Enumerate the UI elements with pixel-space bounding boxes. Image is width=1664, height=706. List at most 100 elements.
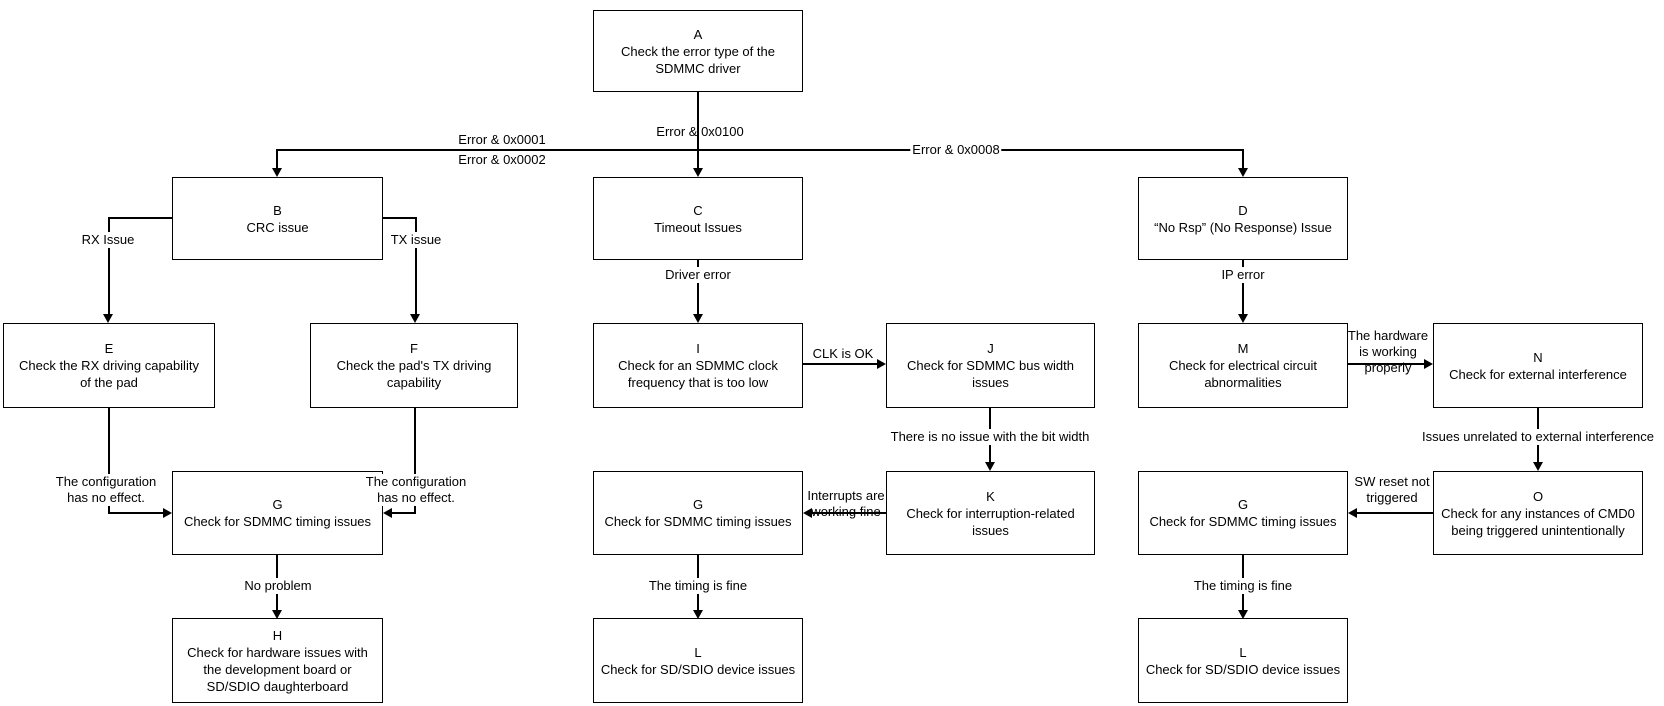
arrowhead-icon <box>163 508 172 518</box>
arrowhead-icon <box>1238 314 1248 323</box>
node-l-letter: L <box>1239 644 1247 660</box>
node-g-letter: G <box>692 497 704 512</box>
node-g-text: Check for SDMMC timing issues <box>183 514 372 529</box>
connector-f-down <box>414 408 416 514</box>
node-o: O Check for any instances of CMD0 being … <box>1433 471 1643 555</box>
connector-a-to-c <box>697 92 699 169</box>
node-g-letter: G <box>272 497 283 512</box>
arrowhead-icon <box>693 168 703 177</box>
arrowhead-icon <box>272 610 282 619</box>
node-e-text: Check the RX driving capability of the p… <box>19 358 199 390</box>
node-l-mid: L Check for SD/SDIO device issues <box>593 618 803 703</box>
connector-b-to-e <box>108 217 110 316</box>
node-b: B CRC issue <box>172 177 383 260</box>
node-g-left: G Check for SDMMC timing issues <box>172 471 383 555</box>
node-d: D “No Rsp” (No Response) Issue <box>1138 177 1348 260</box>
node-f-text: Check the pad's TX driving capability <box>336 358 492 390</box>
connector-e-down <box>108 408 110 514</box>
node-c: C Timeout Issues <box>593 177 803 260</box>
arrowhead-icon <box>693 610 703 619</box>
arrowhead-icon <box>1238 610 1248 619</box>
node-k-letter: K <box>986 488 995 504</box>
node-i-letter: I <box>696 341 700 356</box>
edge-label-error-0002: Error & 0x0002 <box>456 152 548 168</box>
edge-label-config-no-effect-right: The configuration has no effect. <box>363 474 469 506</box>
edge-label-tx-issue: TX issue <box>388 232 444 248</box>
node-d-text: “No Rsp” (No Response) Issue <box>1154 219 1332 235</box>
node-h-text: Check for hardware issues with the devel… <box>187 644 368 694</box>
edge-label-driver-error: Driver error <box>663 267 733 283</box>
edge-label-ip-error: IP error <box>1219 267 1267 283</box>
node-i: I Check for an SDMMC clock frequency tha… <box>593 323 803 408</box>
arrowhead-icon <box>103 314 113 323</box>
node-b-letter: B <box>273 202 282 218</box>
arrowhead-icon <box>383 508 392 518</box>
node-c-text: Timeout Issues <box>654 219 742 235</box>
edge-label-error-0100: Error & 0x0100 <box>656 124 744 139</box>
node-l-text: Check for SD/SDIO device issues <box>1145 661 1341 677</box>
node-j: J Check for SDMMC bus width issues <box>886 323 1095 408</box>
node-k: K Check for interruption-related issues <box>886 471 1095 555</box>
node-j-text: Check for SDMMC bus width issues <box>907 358 1074 390</box>
node-d-letter: D <box>1238 202 1248 218</box>
connector-o-to-g <box>1357 512 1433 514</box>
arrowhead-icon <box>1424 359 1433 369</box>
arrowhead-icon <box>410 314 420 323</box>
node-g-text: Check for SDMMC timing issues <box>1149 514 1337 529</box>
node-g-right: G Check for SDMMC timing issues <box>1138 471 1348 555</box>
node-c-letter: C <box>693 202 703 218</box>
connector-b-tx-stub <box>383 217 416 219</box>
node-m: M Check for electrical circuit abnormali… <box>1138 323 1348 408</box>
connector-b-rx-stub <box>108 217 172 219</box>
node-n-text: Check for external interference <box>1449 366 1627 382</box>
node-f: F Check the pad's TX driving capability <box>310 323 518 408</box>
edge-label-rx-issue: RX Issue <box>79 232 137 248</box>
edge-label-error-0001: Error & 0x0001 <box>456 132 548 148</box>
arrowhead-icon <box>693 314 703 323</box>
connector-c-to-i <box>697 260 699 316</box>
edge-label-config-no-effect-left: The configuration has no effect. <box>53 474 159 506</box>
arrowhead-icon <box>1238 168 1248 177</box>
edge-label-ext-interference: Issues unrelated to external interferenc… <box>1420 429 1656 445</box>
edge-label-bit-width-ok: There is no issue with the bit width <box>888 429 1092 445</box>
connector-drop-to-b <box>276 149 278 170</box>
node-m-letter: M <box>1237 341 1249 356</box>
node-b-text: CRC issue <box>246 219 309 235</box>
node-e: E Check the RX driving capability of the… <box>3 323 215 408</box>
arrowhead-icon <box>1533 462 1543 471</box>
node-h-letter: H <box>272 627 283 643</box>
connector-drop-to-d <box>1242 149 1244 170</box>
edge-label-clk-ok: CLK is OK <box>810 346 876 362</box>
node-a-text: Check the error type of the SDMMC driver <box>621 43 775 76</box>
node-g-text: Check for SDMMC timing issues <box>604 514 792 529</box>
node-n: N Check for external interference <box>1433 323 1643 408</box>
node-h: H Check for hardware issues with the dev… <box>172 618 383 703</box>
node-g-mid: G Check for SDMMC timing issues <box>593 471 803 555</box>
arrowhead-icon <box>985 462 995 471</box>
connector-branch-main <box>276 149 1244 151</box>
node-a-letter: A <box>693 26 703 42</box>
connector-e-to-g <box>108 512 163 514</box>
node-i-text: Check for an SDMMC clock frequency that … <box>618 358 778 390</box>
node-o-letter: O <box>1532 488 1544 504</box>
node-g-letter: G <box>1237 497 1249 512</box>
connector-k-to-g <box>812 512 886 514</box>
connector-d-to-m <box>1242 260 1244 316</box>
connector-m-to-n <box>1348 363 1424 365</box>
edge-label-timing-fine-right: The timing is fine <box>1191 578 1295 594</box>
connector-b-to-f <box>415 217 417 316</box>
arrowhead-icon <box>803 508 812 518</box>
node-k-text: Check for interruption-related issues <box>906 505 1075 538</box>
node-j-letter: J <box>987 341 994 356</box>
node-n-letter: N <box>1533 349 1543 365</box>
node-e-letter: E <box>104 341 114 356</box>
node-l-right: L Check for SD/SDIO device issues <box>1138 618 1348 703</box>
connector-f-to-g <box>392 512 415 514</box>
node-m-text: Check for electrical circuit abnormaliti… <box>1168 358 1318 390</box>
connector-i-to-j <box>803 363 877 365</box>
arrowhead-icon <box>272 168 282 177</box>
node-f-letter: F <box>410 341 418 356</box>
edge-label-no-problem: No problem <box>242 578 314 594</box>
edge-label-hw-working: The hardware is working properly <box>1347 328 1429 375</box>
